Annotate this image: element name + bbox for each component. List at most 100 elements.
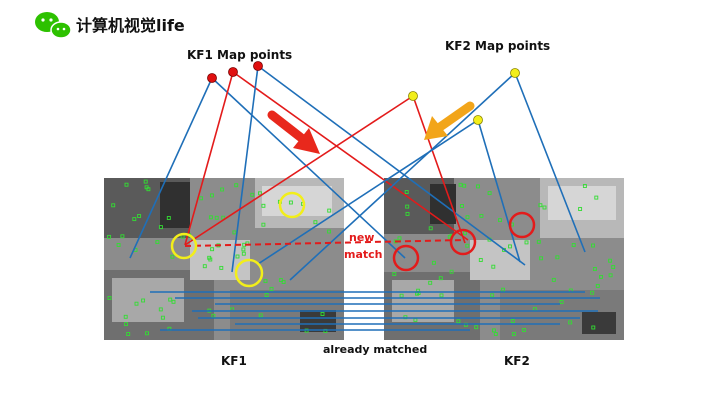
feature-point bbox=[111, 203, 116, 208]
feature-point bbox=[210, 247, 215, 252]
feature-point bbox=[160, 315, 165, 320]
brand-name: 计算机视觉life bbox=[76, 16, 185, 35]
feature-point bbox=[137, 214, 142, 218]
feature-point bbox=[460, 204, 464, 208]
feature-point bbox=[235, 254, 240, 259]
feature-point bbox=[568, 320, 573, 325]
feature-point bbox=[207, 255, 212, 260]
feature-point bbox=[431, 260, 436, 265]
feature-point bbox=[392, 272, 397, 276]
feature-point bbox=[261, 203, 266, 208]
feature-point bbox=[591, 325, 596, 330]
feature-point bbox=[522, 328, 526, 333]
feature-point bbox=[578, 207, 583, 211]
match-label: match bbox=[344, 248, 383, 261]
feature-point bbox=[264, 293, 269, 297]
feature-point bbox=[234, 183, 239, 188]
feature-point bbox=[134, 301, 139, 306]
feature-point bbox=[465, 215, 470, 220]
kf1-projection-lines bbox=[129, 65, 526, 273]
feature-point bbox=[220, 187, 225, 192]
feature-point bbox=[542, 205, 547, 210]
feature-point bbox=[599, 274, 603, 279]
feature-point bbox=[123, 314, 128, 319]
kf1-highlight-circles bbox=[170, 191, 306, 288]
feature-point bbox=[476, 184, 480, 189]
feature-point bbox=[508, 244, 512, 249]
feature-point bbox=[462, 183, 467, 188]
feature-point bbox=[124, 182, 129, 187]
feature-point bbox=[320, 312, 325, 316]
feature-point bbox=[158, 307, 163, 312]
feature-point bbox=[126, 332, 131, 336]
feature-point bbox=[592, 267, 597, 271]
feature-point bbox=[199, 196, 204, 201]
kf1-map-points-label: KF1 Map points bbox=[187, 48, 292, 62]
new-match-line bbox=[184, 239, 466, 247]
feature-point bbox=[258, 313, 263, 318]
feature-point bbox=[278, 278, 283, 283]
feature-point bbox=[559, 300, 564, 304]
feature-point bbox=[449, 269, 454, 274]
feature-point bbox=[158, 225, 163, 230]
feature-point bbox=[202, 264, 207, 269]
feature-point bbox=[405, 204, 410, 209]
feature-point bbox=[512, 332, 516, 336]
feature-point bbox=[458, 182, 463, 187]
kf2-map-points-label: KF2 Map points bbox=[445, 39, 550, 53]
feature-point bbox=[116, 243, 121, 247]
feature-point bbox=[590, 290, 595, 295]
feature-point bbox=[456, 319, 461, 324]
feature-point bbox=[611, 265, 616, 269]
feature-point bbox=[595, 283, 600, 288]
feature-point bbox=[555, 255, 560, 260]
feature-point bbox=[313, 220, 318, 225]
kf1-image bbox=[104, 178, 344, 340]
kf1-label: KF1 bbox=[221, 354, 247, 368]
feature-point bbox=[258, 191, 262, 196]
feature-point bbox=[141, 298, 146, 303]
feature-point bbox=[536, 239, 541, 244]
feature-point bbox=[263, 279, 268, 284]
feature-point bbox=[168, 297, 173, 302]
feature-point bbox=[232, 230, 237, 235]
feature-point bbox=[143, 179, 148, 184]
feature-point bbox=[145, 331, 149, 336]
feature-point bbox=[498, 218, 502, 223]
orange-arrow bbox=[424, 101, 475, 140]
feature-point bbox=[327, 229, 332, 234]
feature-point bbox=[524, 240, 529, 245]
feature-point bbox=[120, 234, 125, 239]
feature-point bbox=[428, 226, 433, 231]
feature-point bbox=[404, 190, 409, 194]
feature-point bbox=[594, 195, 599, 200]
feature-point bbox=[327, 208, 332, 213]
feature-point bbox=[428, 280, 433, 285]
feature-point bbox=[219, 265, 224, 270]
feature-point bbox=[491, 264, 496, 269]
feature-point bbox=[474, 325, 479, 330]
feature-point bbox=[538, 203, 543, 208]
feature-point bbox=[155, 240, 160, 245]
feature-point bbox=[208, 215, 213, 220]
feature-point bbox=[462, 231, 467, 236]
feature-point bbox=[582, 184, 587, 188]
feature-point bbox=[479, 213, 484, 218]
feature-point bbox=[214, 215, 219, 220]
red-arrow bbox=[267, 110, 320, 154]
feature-point bbox=[397, 236, 402, 241]
feature-point bbox=[170, 254, 175, 259]
feature-point bbox=[539, 256, 544, 261]
feature-point bbox=[608, 258, 613, 263]
feature-point bbox=[405, 211, 410, 216]
feature-point bbox=[166, 216, 171, 220]
kf2-highlight-circles bbox=[392, 211, 536, 272]
feature-point bbox=[269, 286, 274, 291]
kf1-map-points bbox=[207, 61, 263, 83]
kf2-image bbox=[384, 178, 624, 340]
feature-point bbox=[171, 299, 176, 304]
feature-point bbox=[487, 191, 492, 196]
feature-point bbox=[261, 222, 266, 227]
kf2-map-points bbox=[408, 68, 520, 125]
